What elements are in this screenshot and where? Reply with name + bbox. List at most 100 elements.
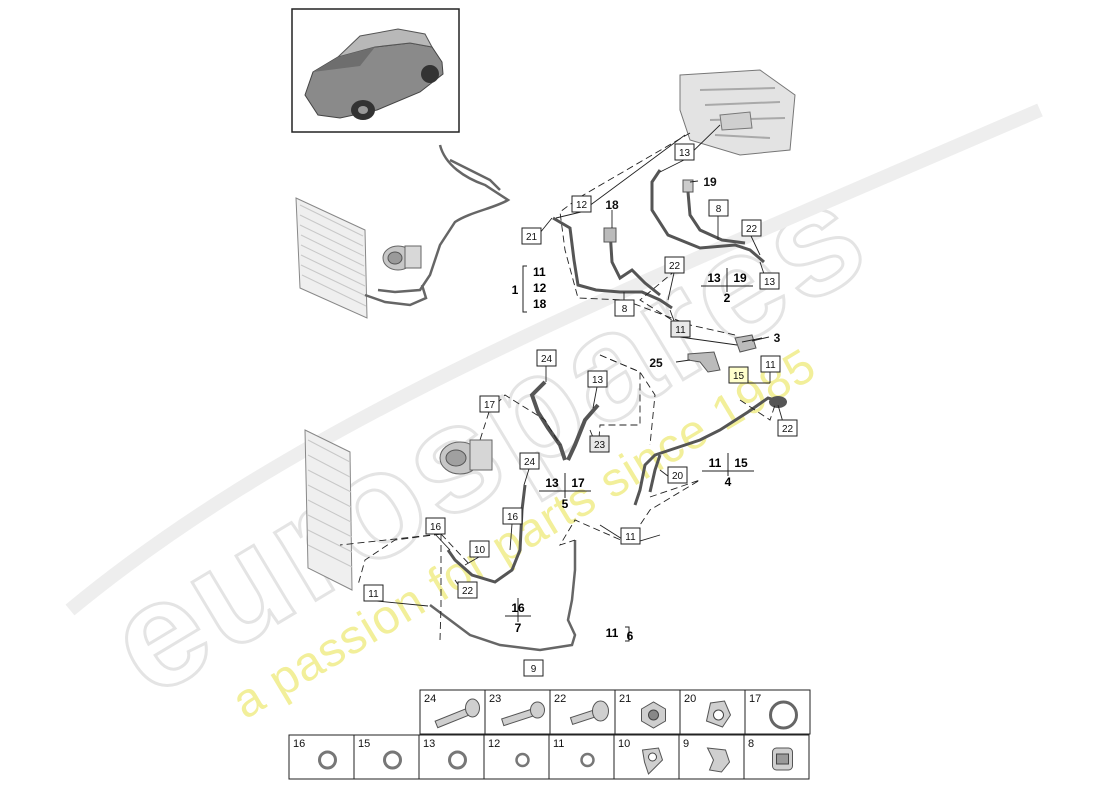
callout-11: 11 [363,584,384,602]
bracket-3 [734,334,757,353]
table-cell: 11 [548,734,615,780]
callout-8: 8 [614,299,635,317]
callout-12: 12 [571,195,592,213]
flange-bolt-icon [569,700,609,725]
line-6-assembly [429,540,577,652]
part-number: 22 [554,693,566,705]
bolt-icon [501,701,545,727]
part-number: 10 [618,738,630,750]
clip-icon [705,700,732,728]
callout-label: 22 [746,224,758,235]
group-item: 12 [533,281,547,295]
callout-18: 18 [605,198,619,212]
table-cell: 21 [614,689,681,735]
part-number: 20 [684,693,696,705]
valve-cap-icon [772,747,793,771]
part-number: 21 [619,693,631,705]
compressor-bottom [439,439,493,475]
table-cell: 10 [613,734,680,780]
callout-label: 24 [541,354,553,365]
part-number: 23 [489,693,501,705]
seal-ring-icon [448,750,467,770]
table-cell: 9 [678,734,745,780]
line-4-assembly [633,396,783,506]
callout-label: 16 [507,512,519,523]
callout-label: 22 [462,586,474,597]
callout-22: 22 [457,581,478,599]
part-number: 11 [553,738,564,750]
callout-10: 10 [469,540,490,558]
callout-13: 13 [587,370,608,388]
callout-25: 25 [649,356,663,370]
callout-label: 13 [679,148,691,159]
callout-label: 20 [672,471,684,482]
part-number: 8 [748,738,754,750]
table-cell: 17 [744,689,811,735]
callout-label: 13 [764,277,776,288]
bracket-clip-icon [706,747,731,773]
hvac-unit [679,69,796,156]
top-line-assembly [364,144,511,307]
callout-label: 17 [484,400,496,411]
table-cell: 12 [483,734,550,780]
small-seal-ring-icon [580,752,595,768]
callout-8: 8 [708,199,729,217]
condenser-top [295,197,368,319]
callout-label: 8 [716,204,722,215]
callout-13: 13 [674,143,695,161]
part-number: 12 [488,738,500,750]
callout-3: 3 [774,331,781,345]
group-item: 13 [545,476,559,490]
vehicle-thumbnail [291,8,460,133]
table-cell: 20 [679,689,746,735]
group-item: 13 [707,271,721,285]
callouts: 13 19 12 18 8 22 21 22 13 8 11 3 25 15 11 24 13 17 23 22 24 2… [363,143,798,677]
callout-label: 24 [524,457,536,468]
callout-24: 24 [519,452,540,470]
part-number: 16 [293,738,305,750]
table-cell: 22 [549,689,616,735]
nut-icon [641,701,666,729]
callout-22: 22 [741,219,762,237]
callout-label: 15 [733,371,745,382]
small-seal-ring-icon [515,752,530,768]
callout-label: 11 [675,325,686,336]
group-item: 11 [606,626,619,640]
callout-label: 11 [368,589,379,600]
callout-label: 12 [576,200,588,211]
callout-11: 11 [760,355,781,373]
callout-label: 11 [765,360,776,371]
callout-11: 11 [670,320,691,338]
seal-ring-icon [383,750,402,770]
group-item: 19 [733,271,747,285]
seal-ring-icon [318,750,337,770]
callout-21: 21 [521,227,542,245]
group-item: 11 [533,265,546,279]
callout-23: 23 [589,435,610,453]
callout-19: 19 [703,175,717,189]
callout-label: 22 [782,424,794,435]
table-cell: 23 [484,689,551,735]
callout-16: 16 [502,507,523,525]
suv-car-icon [304,28,444,120]
valve-19 [682,179,694,193]
part-number: 17 [749,693,761,705]
callout-13: 13 [759,272,780,290]
callout-22: 22 [664,256,685,274]
part-number: 15 [358,738,370,750]
large-seal-ring-icon [769,700,798,730]
group-number: 6 [627,629,634,643]
group-number: 2 [724,291,731,305]
condenser-bottom [304,429,353,591]
callout-label: 11 [625,532,636,543]
callout-label: 25 [649,356,663,370]
group-7: 167 [505,598,531,635]
callout-label: 22 [669,261,681,272]
watermark-swoosh [65,103,1043,616]
valve-18 [603,227,617,243]
